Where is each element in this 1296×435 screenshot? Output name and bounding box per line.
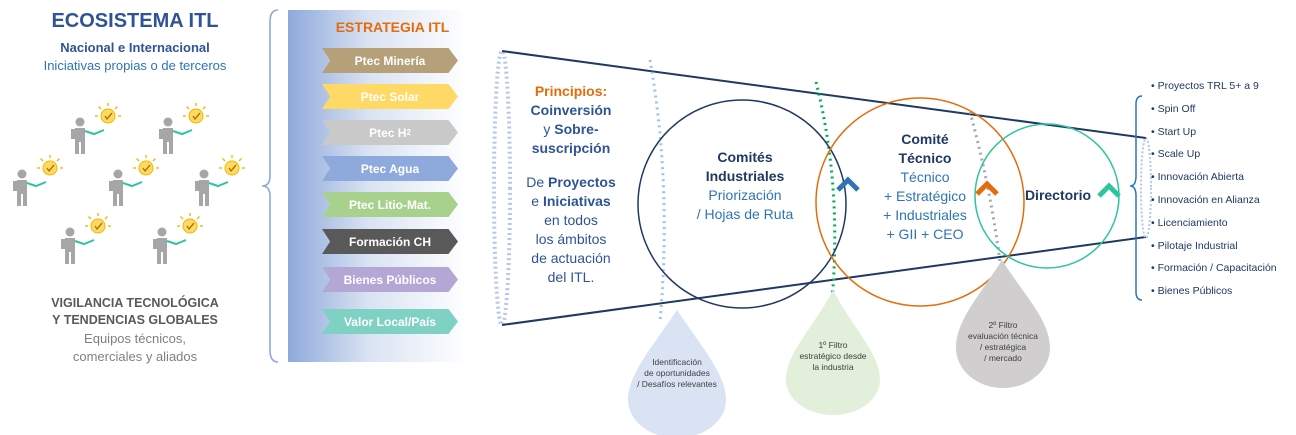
principles-line: Iniciativas [542, 193, 611, 209]
strategy-title: ESTRATEGIA ITL [335, 19, 450, 35]
comite-tecnico-circle [815, 97, 1025, 307]
comites-industriales-title: Industriales [705, 168, 785, 184]
list-item: • Spin Off [1151, 102, 1196, 115]
list-item: • Pilotaje Industrial [1151, 239, 1238, 252]
ecosystem-subtitle: Nacional e Internacional [60, 40, 210, 55]
list-item: • Innovación en Alianza [1151, 193, 1260, 206]
principles-line: suscripción [531, 140, 611, 156]
principles-line: Proyectos [548, 174, 616, 190]
funnel-entry-ellipse [492, 49, 512, 327]
principles-heading: Principios: [534, 83, 608, 99]
comite-tecnico-desc: + GII + CEO [886, 226, 964, 242]
chevron-valor-local: Valor Local/País [322, 309, 458, 334]
principles-line: y [543, 121, 555, 137]
chevron-up-icon [1097, 182, 1121, 198]
chevron-ptec-mineria: Ptec Minería [322, 48, 458, 73]
principles-line: De [526, 174, 549, 190]
principles-line: Coinversión [530, 102, 612, 118]
vigilance-subtitle-2: comerciales y aliados [72, 349, 198, 364]
funnel-top-edge [501, 50, 1147, 139]
comites-industriales-circle [637, 99, 847, 309]
chevron-ptec-agua: Ptec Agua [322, 156, 458, 181]
comites-industriales-desc: Priorización [708, 187, 782, 203]
comites-industriales-label: Comités Industriales Priorización / Hoja… [670, 148, 820, 224]
chevron-ptec-litio: Ptec Litio-Mat. [322, 192, 458, 217]
principles-line: e [531, 193, 543, 209]
list-item: • Innovación Abierta [1151, 171, 1244, 184]
chevron-formacion-ch: Formación CH [322, 229, 458, 254]
vigilance-subtitle-1: Equipos técnicos, [84, 331, 186, 346]
comite-tecnico-title: Técnico [898, 150, 952, 166]
principles-line: los ámbitos [535, 231, 607, 247]
list-item: • Bienes Públicos [1151, 285, 1233, 298]
list-item: • Start Up [1151, 125, 1197, 138]
chevron-up-icon [836, 176, 860, 192]
chevron-ptec-solar: Ptec Solar [322, 84, 458, 109]
comites-industriales-title: Comités [717, 149, 773, 165]
chevron-bienes-publicos: Bienes Públicos [322, 267, 458, 292]
left-brace [261, 9, 279, 363]
comites-industriales-desc: / Hojas de Ruta [696, 206, 794, 222]
drop-filtro-1 [786, 290, 880, 415]
filter-line-1 [648, 59, 666, 323]
list-item: • Licenciamiento [1151, 216, 1228, 229]
list-item: • Scale Up [1151, 148, 1201, 161]
principles-line: Sobre- [554, 121, 599, 137]
comite-tecnico-desc: + Industriales [883, 207, 967, 223]
funnel-exit-ellipse [1140, 137, 1152, 239]
comite-tecnico-desc: + Estratégico [883, 188, 967, 204]
comite-tecnico-label: Comité Técnico Técnico + Estratégico + I… [850, 130, 1000, 244]
directorio-label: Directorio [1024, 187, 1092, 203]
comite-tecnico-desc: Técnico [900, 169, 950, 185]
ecosystem-subtitle-2: Iniciativas propias o de terceros [43, 58, 227, 73]
principles-line: del ITL. [547, 269, 595, 285]
chevron-up-icon [975, 180, 999, 196]
list-item: • Proyectos TRL 5+ a 9 [1151, 80, 1259, 92]
drop-identificacion [628, 310, 726, 435]
outputs-list: • Proyectos TRL 5+ a 9 • Spin Off • Star… [1151, 80, 1296, 308]
funnel-bottom-edge [501, 236, 1147, 326]
principles-line: en todos [544, 212, 598, 228]
comite-tecnico-title: Comité [901, 131, 949, 147]
list-item: • Formación / Capacitación [1151, 262, 1277, 275]
principles-block: Principios: Coinversión y Sobre- suscrip… [512, 82, 630, 287]
vigilance-title-1: VIGILANCIA TECNOLÓGICA [51, 296, 219, 310]
ecosystem-title: ECOSISTEMA ITL [51, 10, 219, 32]
drop-filtro-2 [956, 260, 1050, 388]
right-brace [1129, 95, 1143, 301]
vigilance-title-2: Y TENDENCIAS GLOBALES [52, 313, 218, 327]
principles-line: de actuación [531, 250, 611, 266]
